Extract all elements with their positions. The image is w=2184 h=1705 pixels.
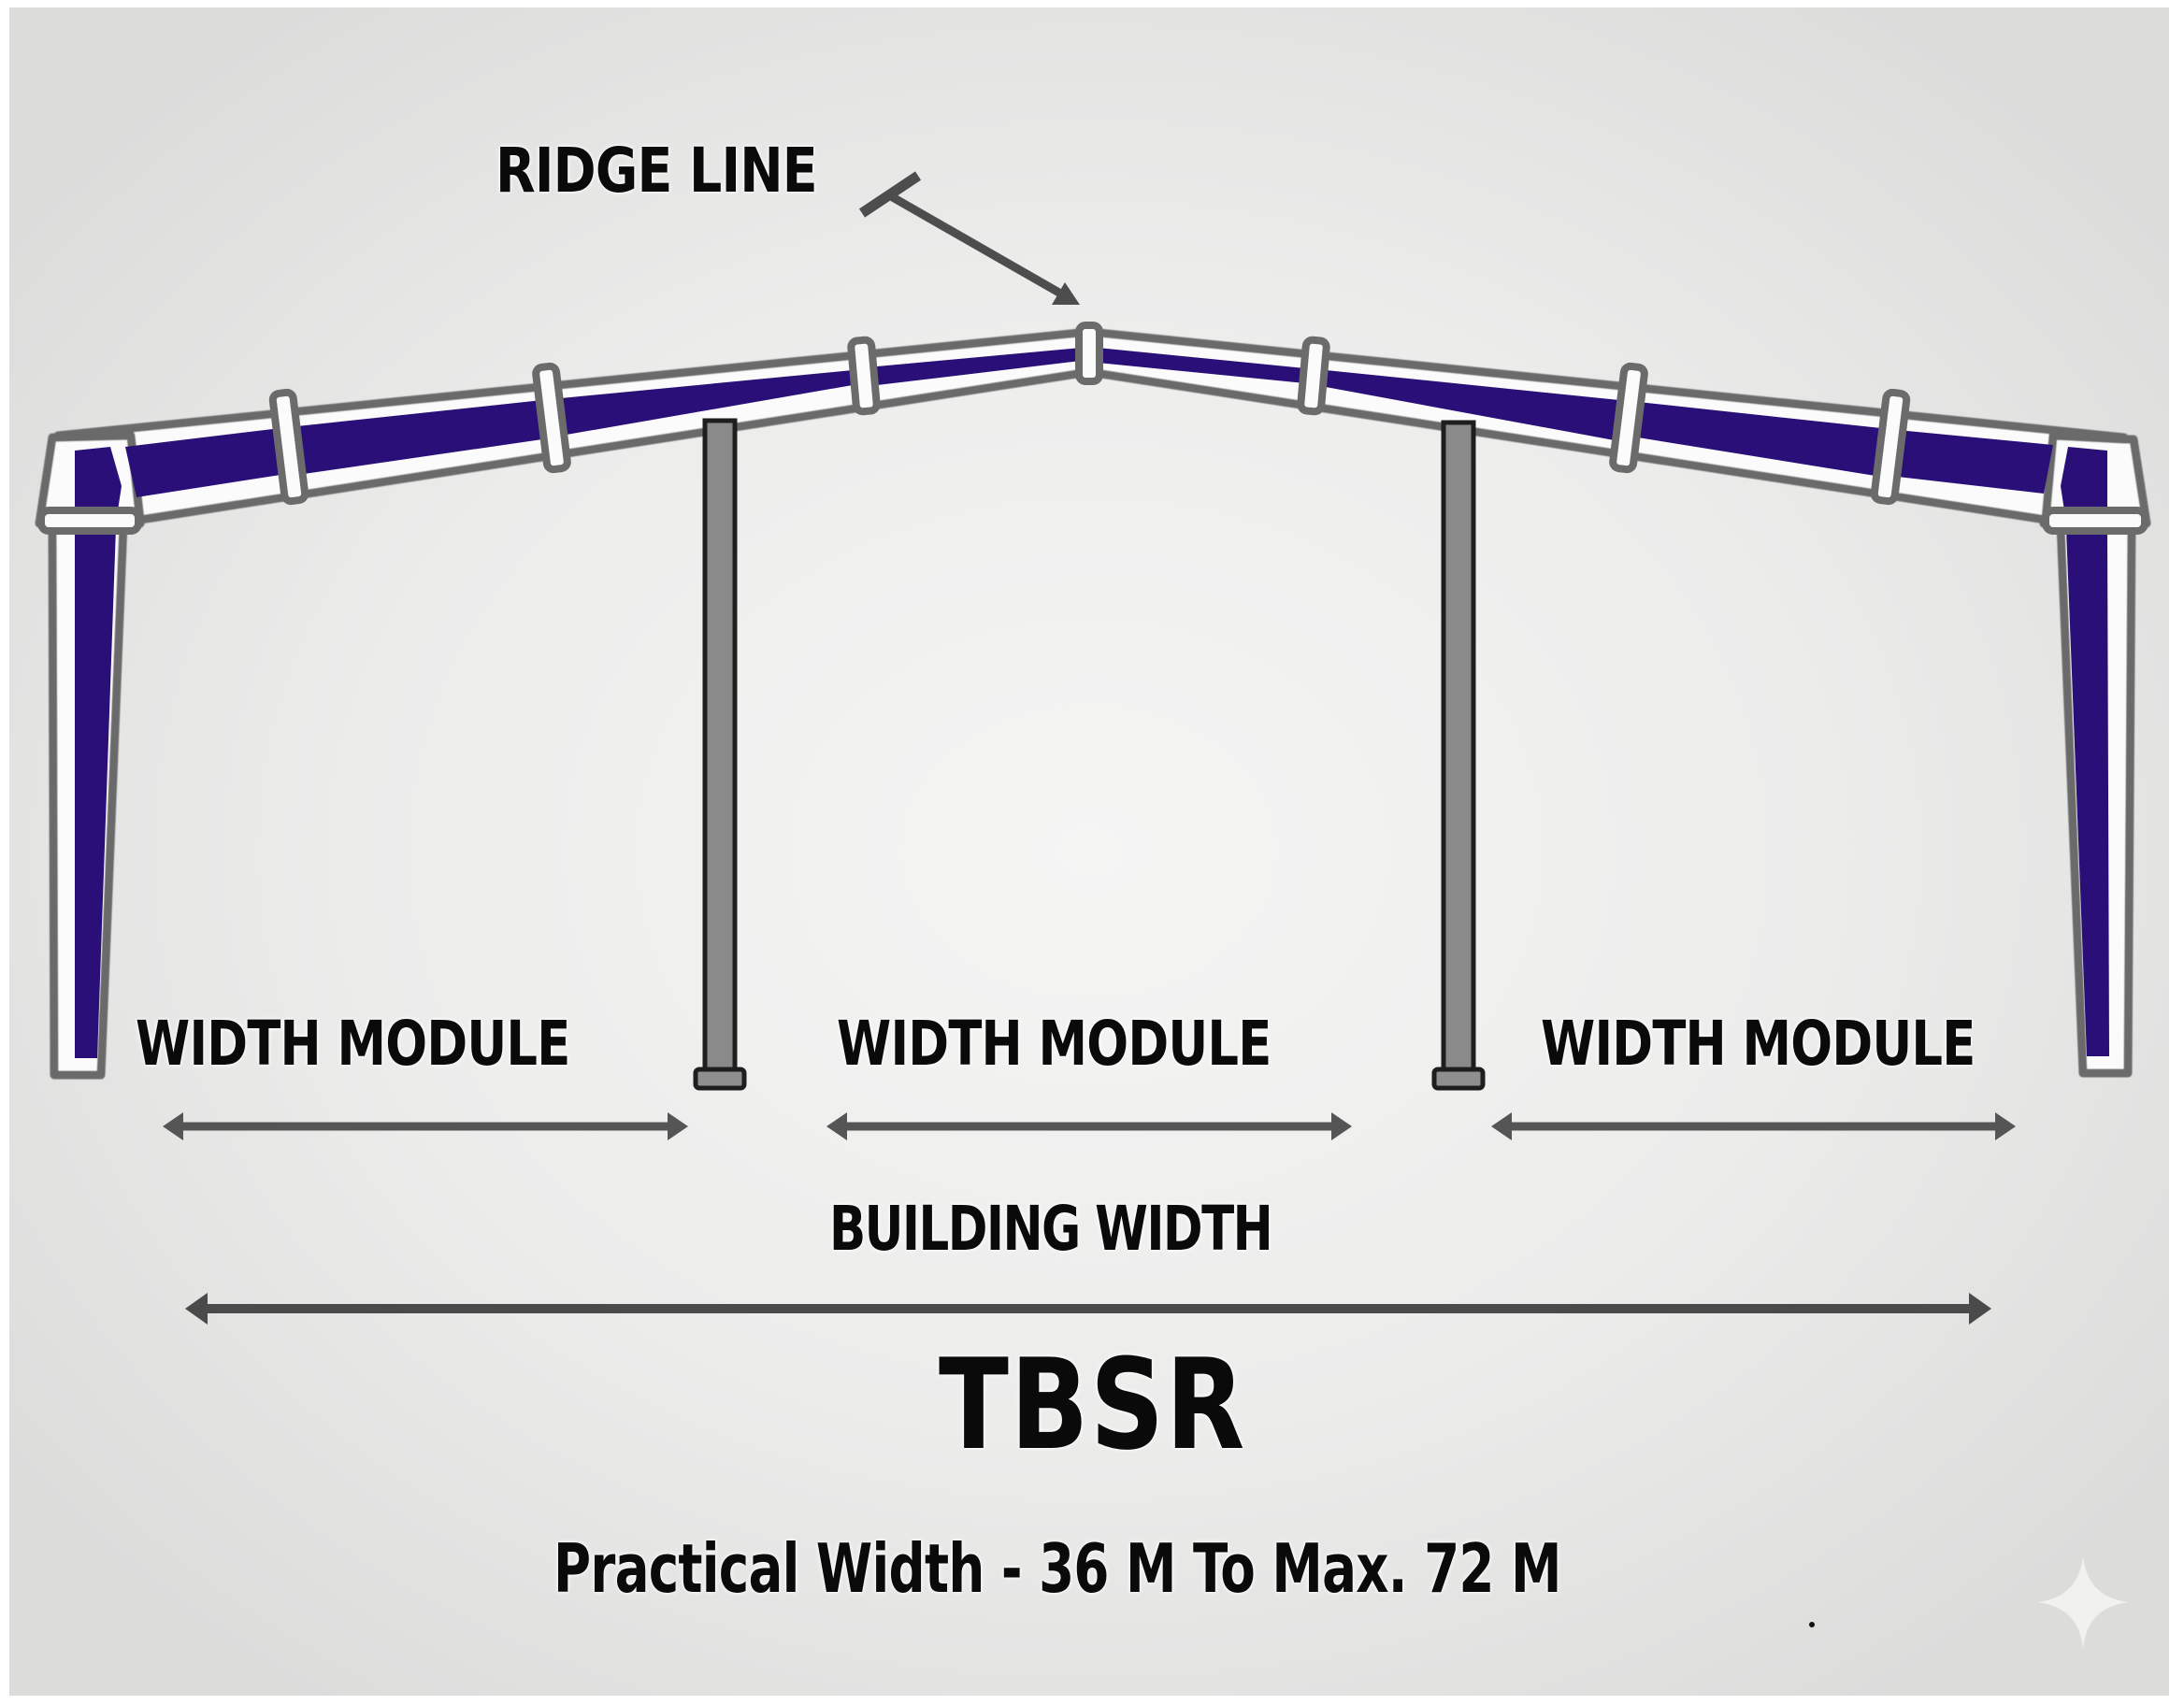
width-module-label-2: WIDTH MODULE	[837, 1008, 1272, 1080]
ridge-line-label: RIDGE LINE	[496, 135, 818, 207]
splice-right-3	[1870, 388, 1911, 506]
building-width-label: BUILDING WIDTH	[829, 1193, 1273, 1265]
splice-left-3	[847, 336, 881, 416]
left-knee-web	[75, 447, 122, 510]
left-rafter-seg-2	[297, 400, 542, 475]
member-fills	[75, 348, 2109, 1058]
splice-right-knee	[2042, 507, 2148, 535]
left-column-web	[75, 527, 116, 1058]
stray-dot	[1809, 1622, 1815, 1627]
right-rafter-seg-1	[1098, 348, 1305, 383]
base-plate-1	[693, 1067, 747, 1091]
width-module-label-3: WIDTH MODULE	[1541, 1008, 1976, 1080]
right-column-web	[2066, 529, 2109, 1056]
building-width-arrow	[185, 1293, 1991, 1325]
splice-left-knee	[37, 507, 142, 535]
diagram-title: TBSR	[939, 1332, 1247, 1478]
splice-right-2	[1609, 362, 1648, 474]
width-module-arrow-1	[163, 1112, 688, 1140]
splice-left-2	[532, 362, 571, 474]
splice-left-1	[268, 388, 309, 506]
left-rafter-seg-1	[125, 428, 280, 497]
diagram-subtitle: Practical Width - 36 M To Max. 72 M	[553, 1529, 1561, 1608]
width-module-arrow-2	[826, 1112, 1352, 1140]
splice-plates	[37, 322, 2148, 535]
base-plate-2	[1431, 1067, 1486, 1091]
dimension-arrows	[163, 1112, 2016, 1325]
right-rafter-seg-3	[1638, 402, 1881, 477]
right-knee-web	[2061, 447, 2107, 510]
right-rafter-seg-4	[1898, 430, 2053, 494]
interior-column-2	[1431, 420, 1486, 1091]
left-rafter-seg-3	[561, 370, 853, 436]
ridge-leader-arrow	[858, 171, 1080, 305]
splice-right-1	[1297, 336, 1330, 416]
width-module-arrow-3	[1491, 1112, 2016, 1140]
sparkle-icon	[2038, 1556, 2128, 1648]
interior-column-1	[693, 418, 747, 1091]
diagram-canvas	[9, 7, 2169, 1696]
width-module-label-1: WIDTH MODULE	[136, 1008, 570, 1080]
left-rafter-seg-4	[877, 348, 1081, 385]
splice-ridge	[1075, 322, 1103, 385]
right-rafter-seg-2	[1326, 370, 1619, 441]
